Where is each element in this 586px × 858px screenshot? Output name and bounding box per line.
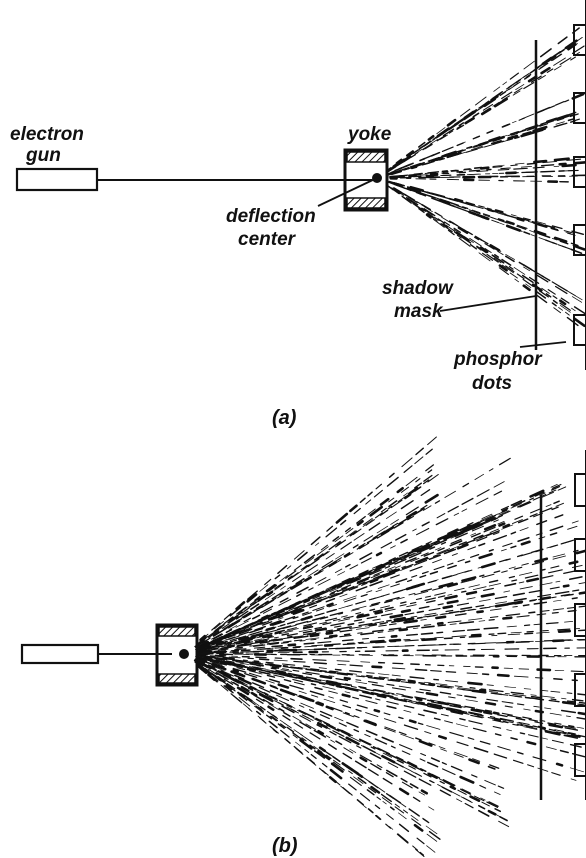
shadow-mask-label-line2: mask: [394, 301, 444, 322]
deflection-center-point-b: [179, 649, 189, 659]
beam-fan-a: [386, 27, 586, 328]
phosphor-dots-b: [574, 450, 586, 800]
beam-fan-b: [193, 436, 586, 858]
deflection-center-label: deflection: [226, 206, 316, 227]
phosphor-dots-label: phosphor: [453, 349, 543, 370]
deflection-center-leader: [317, 177, 378, 207]
diagram-b: (b): [20, 436, 586, 858]
yoke-label: yoke: [347, 124, 392, 145]
shadow-mask-leader: [439, 295, 537, 312]
phosphor-dots-label-line2: dots: [472, 373, 512, 394]
electron-gun-b: [20, 643, 100, 665]
shadow-mask-a: [534, 40, 538, 350]
phosphor-dots-a: [573, 0, 586, 370]
deflection-center-label-line2: center: [238, 229, 297, 250]
electron-gun-a: [15, 167, 99, 192]
shadow-mask-label: shadow: [382, 278, 454, 299]
caption-a: (a): [272, 407, 297, 429]
deflection-yoke-b: [155, 623, 199, 687]
deflection-yoke-a: [343, 148, 389, 212]
diagram-a: electron gun yoke deflection center shad…: [10, 0, 586, 429]
electron-gun-label: electron: [10, 124, 84, 145]
phosphor-dots-leader: [519, 341, 567, 348]
caption-b: (b): [272, 835, 298, 857]
electron-gun-label-line2: gun: [25, 145, 61, 166]
